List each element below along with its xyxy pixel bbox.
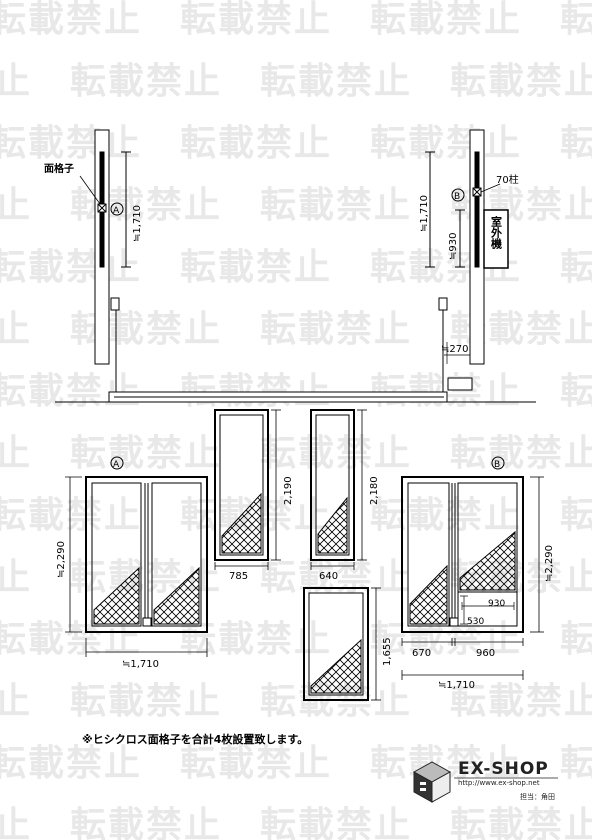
marker-b-top: B	[454, 192, 460, 202]
offset-270-dim: ≒270	[441, 344, 468, 355]
panel-b	[401, 456, 544, 680]
watermark-row: 転載禁止 転載禁止 転載禁止 転載禁止 転載禁止 転載禁止	[0, 681, 592, 722]
door-1-height-dim: 2,190	[283, 476, 294, 505]
watermark-row: 転載禁止 転載禁止 転載禁止 転載禁止 転載禁止 転載禁止	[0, 61, 592, 102]
door-1	[214, 409, 281, 570]
outdoor-unit-label: 室外機	[490, 215, 504, 250]
panel-small	[303, 587, 381, 701]
watermark-row: 転載禁止 転載禁止 転載禁止 転載禁止 転載禁止 転載禁止	[0, 805, 592, 840]
watermark-row: 転載禁止 転載禁止 転載禁止 転載禁止 転載禁止 転載禁止	[0, 495, 592, 536]
panel-b-inner-530: 530	[467, 617, 484, 627]
installation-note: ※ヒシクロス面格子を合計4枚設置致します。	[82, 733, 309, 746]
right-unit-height-dim: ≒930	[448, 233, 459, 260]
watermark-row: 転載禁止 転載禁止 転載禁止 転載禁止 転載禁止 転載禁止	[0, 743, 592, 784]
door-2	[310, 409, 367, 570]
ex-shop-logo	[412, 761, 558, 803]
door-2-height-dim: 2,180	[369, 476, 380, 505]
logo-staff-text: 担当：角田	[520, 793, 555, 801]
right-height-dim: ≒1,710	[419, 195, 430, 232]
plan-view	[55, 129, 536, 403]
marker-a-panel: A	[113, 460, 120, 470]
panel-b-left-dim: 670	[412, 648, 431, 659]
lattice-callout-label: 面格子	[44, 162, 74, 175]
panel-a-height-dim: ≒2,290	[56, 541, 67, 578]
door-1-width-dim: 785	[229, 571, 248, 582]
post-callout-label: 70柱	[496, 173, 519, 186]
marker-b-panel: B	[494, 460, 500, 470]
watermark-row: 転載禁止 転載禁止 転載禁止 転載禁止 転載禁止 転載禁止	[0, 0, 592, 40]
panel-small-height-dim: 1,655	[382, 637, 393, 666]
panel-b-width-dim: ≒1,710	[438, 680, 475, 691]
logo-brand-text: EX-SHOP	[458, 759, 549, 779]
logo-cube-icon	[412, 761, 452, 803]
door-2-width-dim: 640	[319, 571, 338, 582]
logo-url-text: http://www.ex-shop.net	[458, 779, 540, 787]
panel-b-inner-930: 930	[488, 599, 505, 609]
panel-b-right-dim: 960	[476, 648, 495, 659]
marker-a-top: A	[113, 206, 120, 216]
left-height-dim: ≒1,710	[132, 205, 143, 242]
panel-a-width-dim: ≒1,710	[122, 659, 159, 670]
panel-a	[65, 456, 208, 657]
panel-b-height-dim: ≒2,290	[544, 545, 555, 582]
